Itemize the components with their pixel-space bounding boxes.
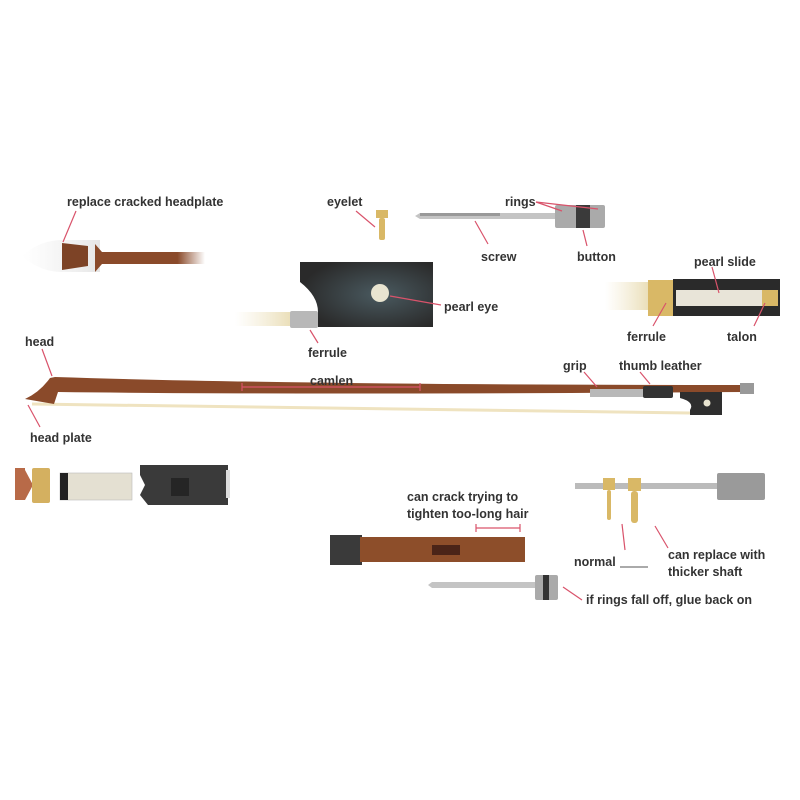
label-pearl-eye: pearl eye (444, 300, 498, 314)
label-thumb-leather: thumb leather (619, 359, 702, 373)
label-head-plate: head plate (30, 431, 92, 445)
label-can-crack-2: tighten too-long hair (407, 507, 529, 521)
leader-line (535, 201, 563, 212)
label-ferrule-slide: ferrule (627, 330, 666, 344)
leader-line (654, 525, 669, 549)
full-bow (25, 377, 754, 415)
label-talon: talon (727, 330, 757, 344)
eyelet-part (376, 210, 388, 240)
label-screw: screw (481, 250, 517, 264)
label-can-replace-2: thicker shaft (668, 565, 743, 579)
leader-line (309, 329, 319, 344)
camlen-bracket (241, 383, 421, 391)
leader-line (41, 348, 53, 377)
crack-bracket (475, 524, 521, 532)
label-head: head (25, 335, 54, 349)
label-eyelet: eyelet (327, 195, 363, 209)
leader-line (753, 302, 766, 327)
exploded-frog-parts (15, 465, 230, 505)
leader-line (389, 295, 442, 306)
leader-line (639, 371, 651, 385)
label-pearl-slide: pearl slide (694, 255, 756, 269)
label-can-crack-1: can crack trying to (407, 490, 519, 504)
leader-line (582, 229, 588, 247)
leader-line (652, 302, 667, 327)
label-rings-fall-off: if rings fall off, glue back on (586, 593, 752, 607)
label-grip: grip (563, 359, 587, 373)
leader-line (621, 523, 626, 551)
leader-line (27, 404, 41, 428)
label-normal: normal (574, 555, 616, 569)
eyelet-comparison (575, 473, 765, 523)
frog-detail (235, 262, 433, 328)
leader-line (474, 220, 489, 245)
label-button: button (577, 250, 616, 264)
pearl-slide-assembly (605, 279, 780, 316)
leader-line (62, 210, 77, 243)
leader-line (535, 201, 599, 210)
label-replace-headplate: replace cracked headplate (67, 195, 223, 209)
leader-line (355, 210, 376, 228)
screw-button-part (415, 205, 605, 228)
label-can-replace-1: can replace with (668, 548, 765, 562)
leader-line (583, 371, 598, 388)
small-screw-part (428, 575, 558, 600)
label-ferrule-frog: ferrule (308, 346, 347, 360)
label-camlen: camlen (310, 374, 353, 388)
leader-line (711, 266, 720, 294)
head-detail (22, 240, 205, 272)
label-rings: rings (505, 195, 536, 209)
leader-line (562, 586, 583, 601)
cracked-head-piece (330, 535, 525, 565)
